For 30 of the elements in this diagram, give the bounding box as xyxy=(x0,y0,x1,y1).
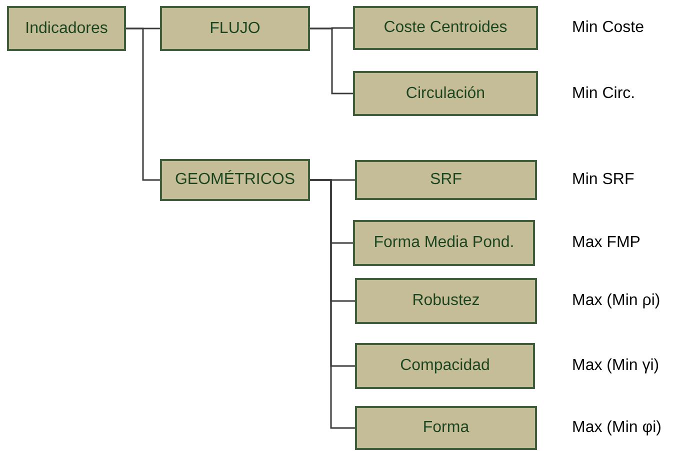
node-label: FLUJO xyxy=(210,18,260,38)
category-box xyxy=(355,160,537,200)
category-box xyxy=(355,343,535,389)
category-box xyxy=(7,6,126,51)
connector-line xyxy=(310,28,353,94)
category-box xyxy=(353,220,535,266)
node-label: Forma Media Pond. xyxy=(374,233,514,253)
node-label: Circulación xyxy=(406,84,486,104)
node-label: Indicadores xyxy=(25,18,108,38)
category-box xyxy=(160,159,310,201)
node-label: Robustez xyxy=(412,291,480,311)
objective-label: Max FMP xyxy=(572,233,640,253)
node-label: SRF xyxy=(430,170,462,190)
node-label: Forma xyxy=(422,418,470,438)
connector-line xyxy=(126,28,160,181)
connector-line xyxy=(310,179,355,429)
category-box xyxy=(355,278,537,324)
objective-label: Max (Min γi) xyxy=(572,356,660,376)
objective-label: Max (Min φi) xyxy=(572,418,662,438)
objective-label: Min Circ. xyxy=(572,84,636,104)
objective-label: Min Coste xyxy=(572,18,644,38)
objective-label: Min SRF xyxy=(572,170,634,190)
objective-label: Max (Min ρi) xyxy=(572,291,660,311)
category-box xyxy=(355,406,537,450)
node-label: Coste Centroides xyxy=(384,18,508,38)
node-label: GEOMÉTRICOS xyxy=(174,170,295,190)
node-label: Compacidad xyxy=(400,356,490,376)
category-box xyxy=(353,6,538,50)
category-box xyxy=(160,6,310,51)
category-box xyxy=(353,71,538,116)
